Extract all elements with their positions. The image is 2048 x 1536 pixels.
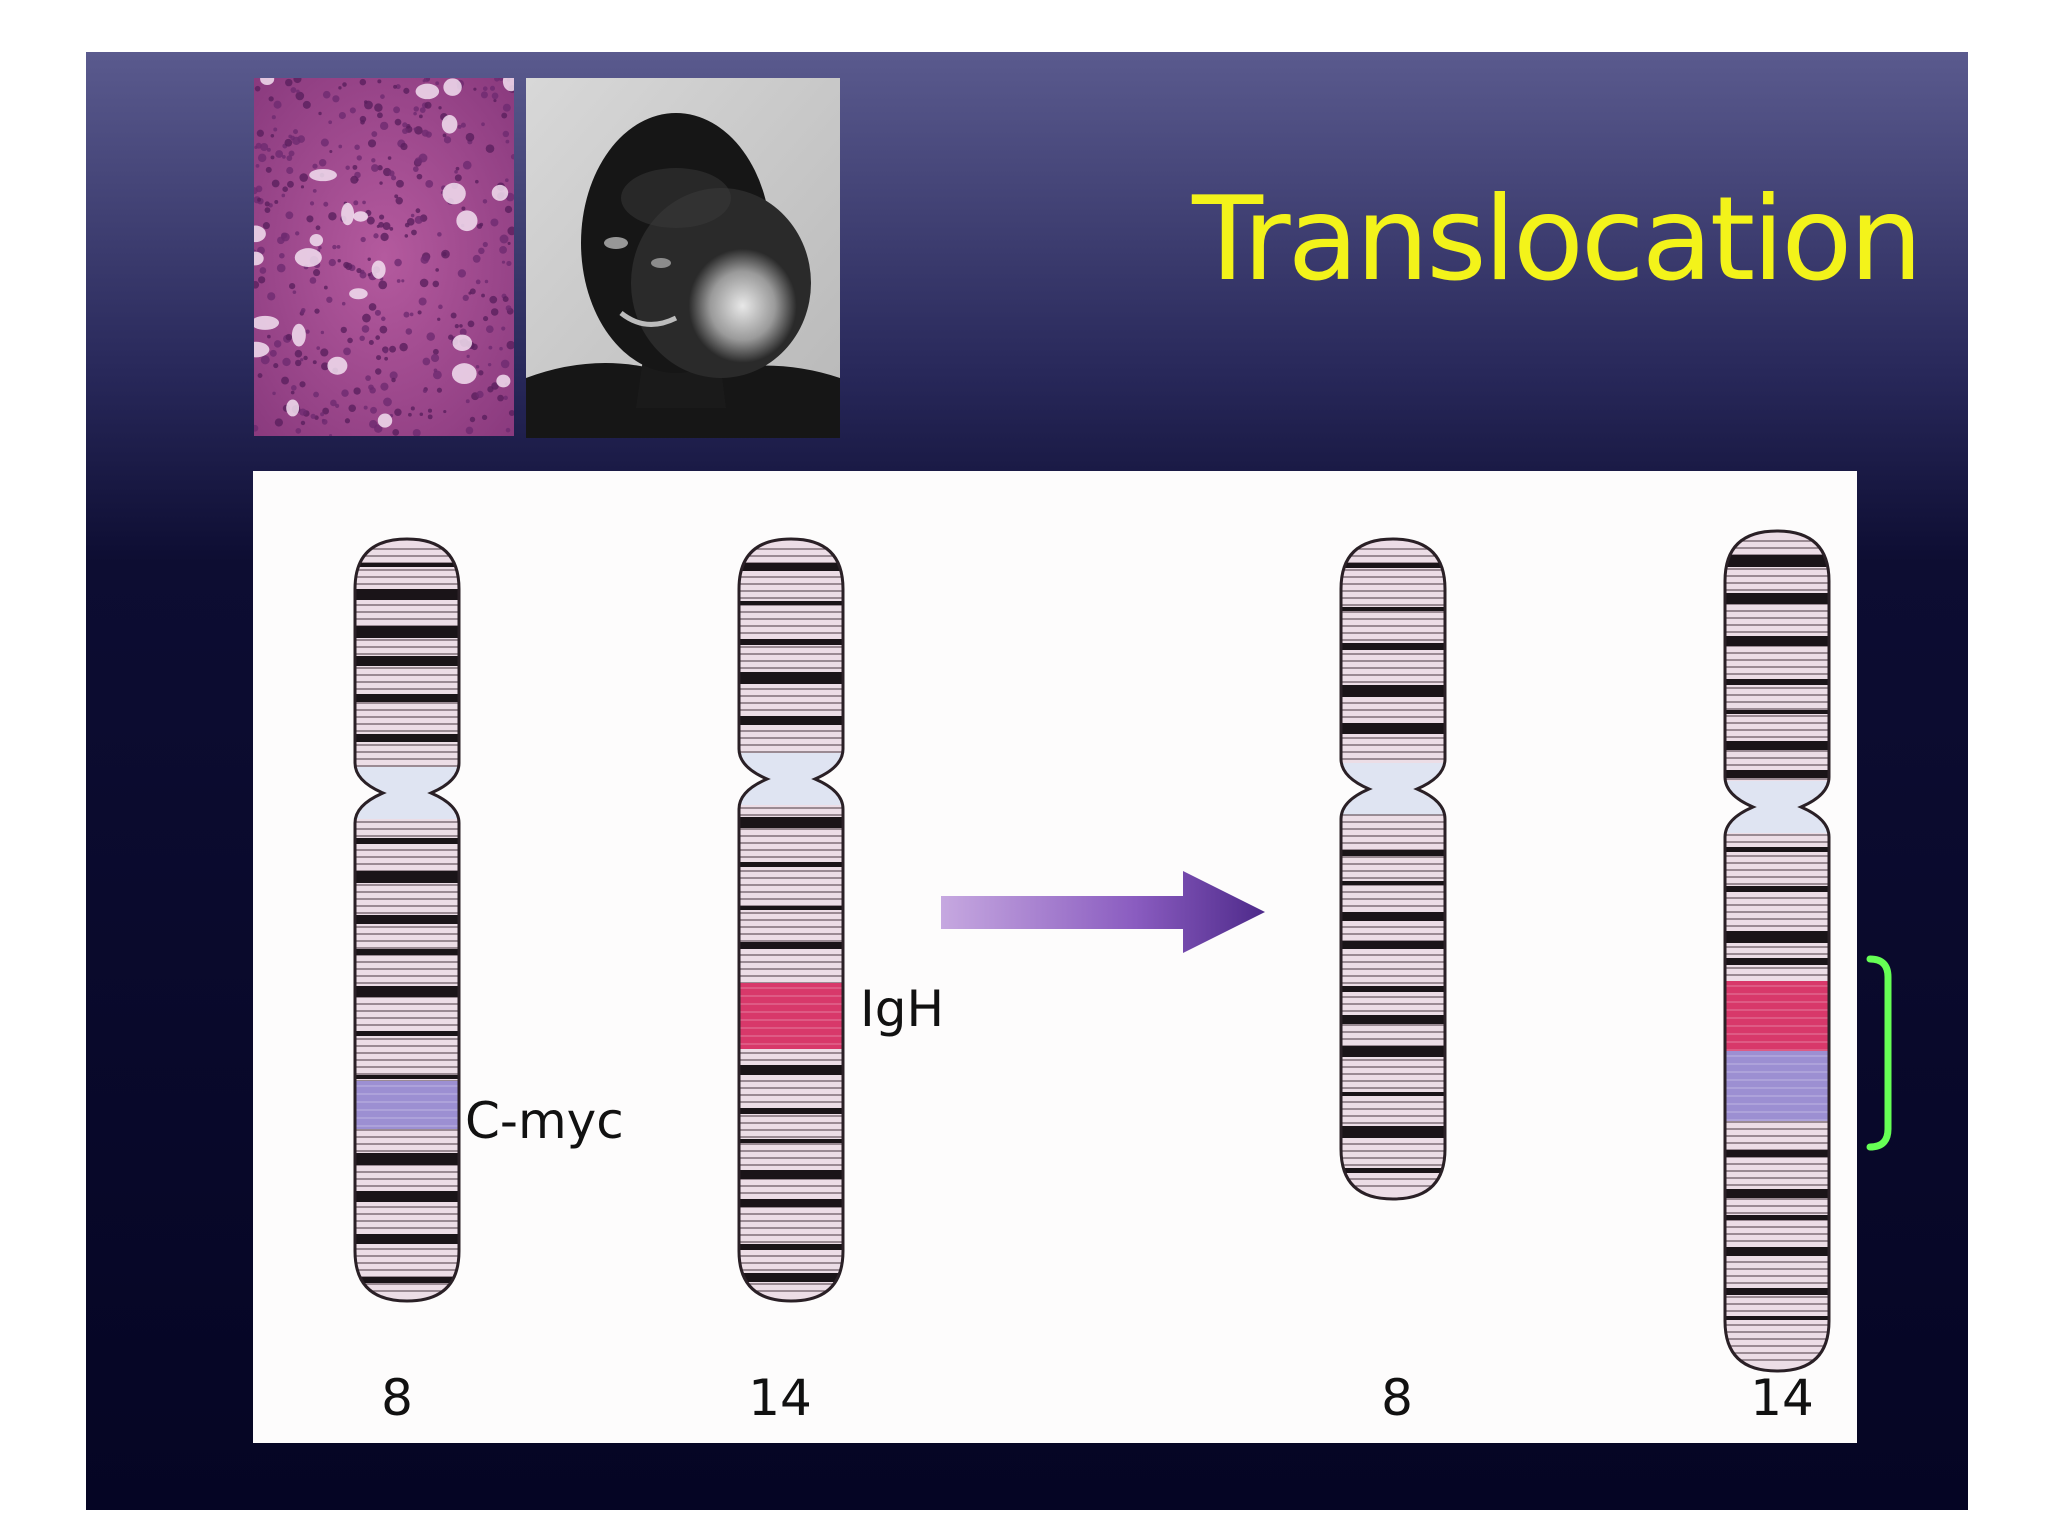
histology-micrograph-image [254,78,514,436]
chromosome-number-14-derived: 14 [1750,1369,1814,1427]
chromosome-8-normal [353,537,461,1303]
translocated-segment-bracket [1866,955,1892,1151]
c-myc-label: C-myc [465,1092,624,1150]
chromosome-14-derived [1723,529,1831,1373]
chromosome-8-derived [1339,537,1447,1201]
igh-label: IgH [860,980,945,1038]
right-arrow-icon [941,871,1265,953]
chromosome-number-8-derived: 8 [1381,1369,1413,1427]
chromosome-14-normal [737,537,845,1303]
chromosome-number-14-normal: 14 [748,1369,812,1427]
chromosome-number-8-normal: 8 [381,1369,413,1427]
chromosome-diagram [353,529,1831,1373]
patient-photo-image [526,78,840,438]
karyotype-diagram-panel: C-myc IgH 8 14 8 14 [253,471,1857,1443]
slide-title: Translocation [1192,172,1923,307]
